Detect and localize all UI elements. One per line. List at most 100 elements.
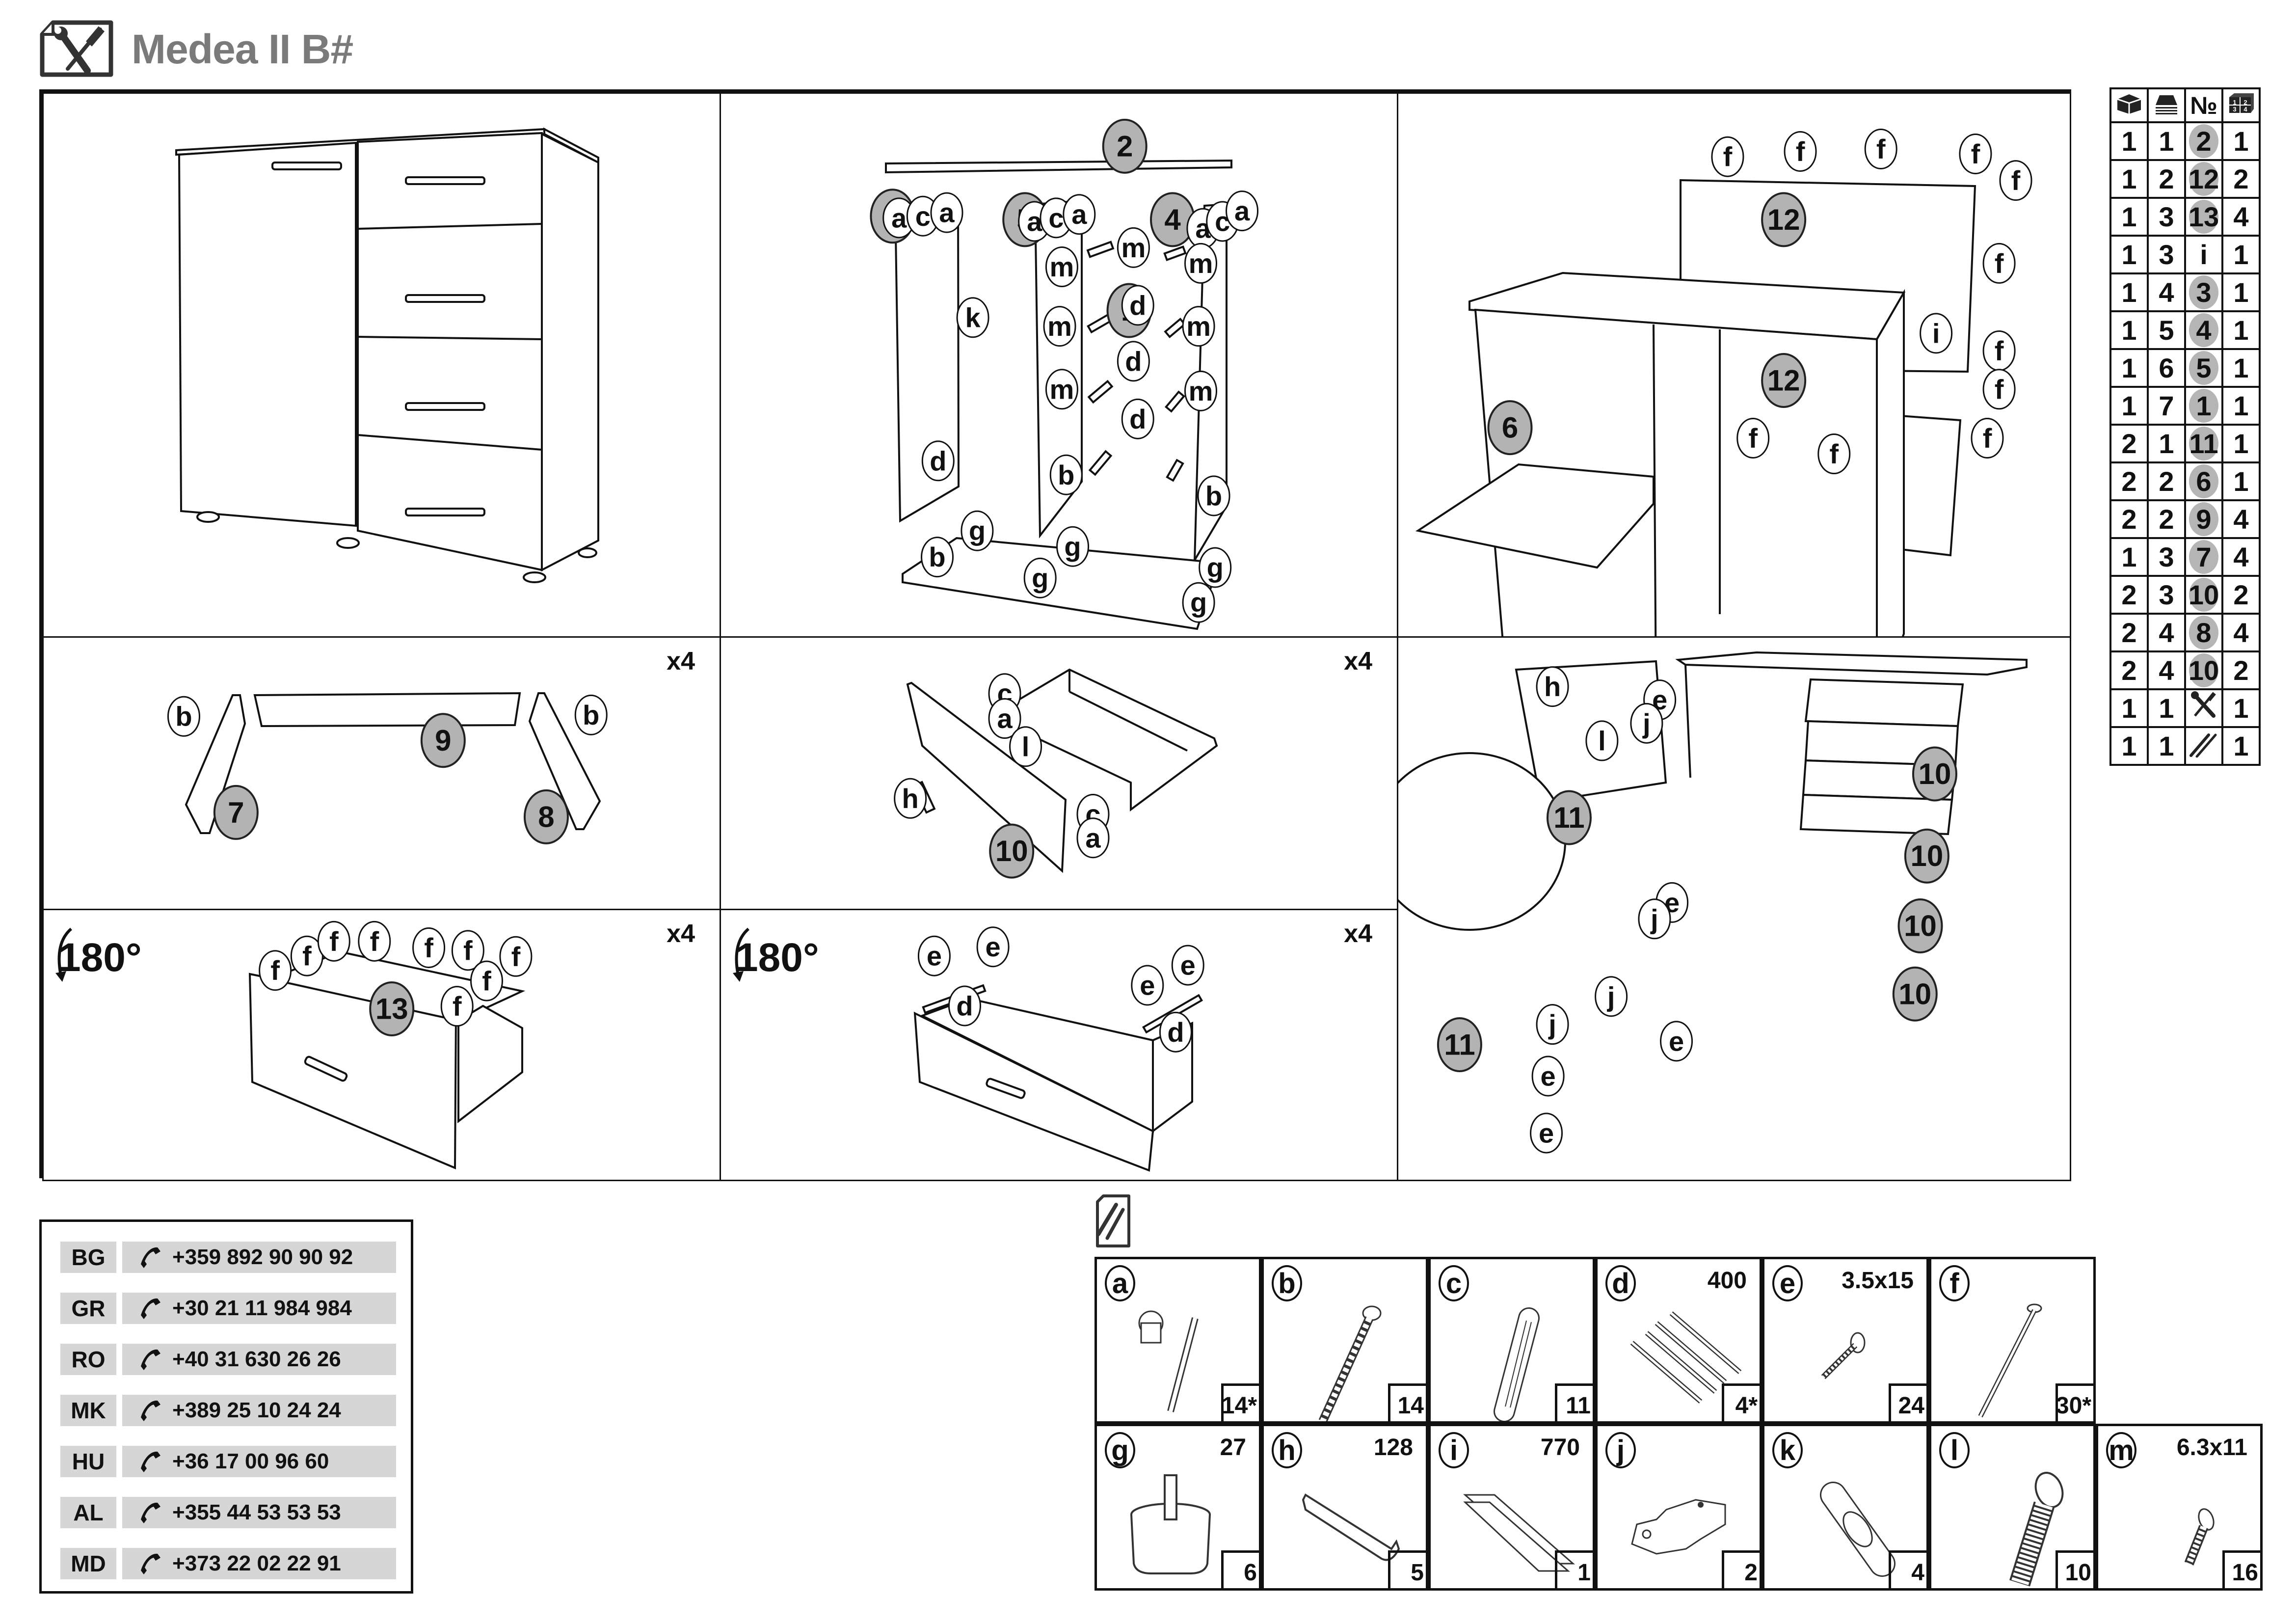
svg-text:d: d [1129,404,1146,434]
hardware-letter: i [1439,1432,1469,1468]
phone-number[interactable]: +30 21 11 984 984 [122,1293,396,1324]
hardware-callout: e [1660,1021,1693,1062]
hardware-size: 6.3x11 [2176,1435,2247,1461]
hardware-letter: e [1772,1265,1803,1301]
phone-number[interactable]: +359 892 90 90 92 [122,1242,396,1273]
part-number-label: 9 [420,713,466,768]
hardware-letter: f [1939,1265,1970,1301]
part-number-label: 10 [989,823,1035,879]
furniture-foot-icon [1130,1474,1211,1574]
wood-screw-icon [1821,1332,1866,1380]
hardware-quantity: 14 [1388,1383,1428,1424]
hardware-quantity: 30* [2056,1383,2096,1424]
svg-text:k: k [965,302,981,333]
phone-row: MK+389 25 10 24 24 [60,1395,396,1426]
box-number-cell: 2 [2109,650,2149,690]
layer-number-cell: 1 [2147,726,2186,766]
svg-text:f: f [302,941,312,972]
drawer-runner-icon [1630,1311,1742,1404]
svg-text:e: e [1140,970,1155,1001]
svg-text:2: 2 [2243,99,2247,106]
phone-icon [141,1349,160,1370]
svg-text:d: d [1125,346,1142,377]
layer-number-cell: 4 [2147,650,2186,690]
phone-number[interactable]: +36 17 00 96 60 [122,1446,396,1477]
part-number-cell: 4 [2184,310,2223,350]
hardware-callout: m [1182,306,1215,347]
hardware-callout: e [917,935,951,976]
part-number-label: 2 [1102,118,1148,174]
phone-number[interactable]: +355 44 53 53 53 [122,1497,396,1528]
phone-icon [141,1247,160,1268]
layer-number-cell: 2 [2147,461,2186,501]
hardware-size: 128 [1373,1435,1413,1461]
svg-text:4: 4 [1164,203,1181,236]
hardware-callout: i [1920,313,1953,354]
svg-text:l: l [1022,731,1030,762]
hardware-callout: g [1199,547,1232,588]
part-number-cell: 7 [2184,537,2223,577]
phone-number[interactable]: +40 31 630 26 26 [122,1344,396,1375]
hardware-callout: f [1982,369,2016,410]
phone-icon [141,1298,160,1319]
phone-number[interactable]: +373 22 02 22 91 [122,1548,396,1579]
box-number-cell: 1 [2109,310,2149,350]
svg-text:f: f [1995,248,2004,279]
hardware-callout: a [1076,817,1110,859]
svg-text:b: b [929,541,945,572]
hardware-callout: g [961,510,994,551]
hardware-callout: j [1630,703,1663,744]
hardware-quantity: 6 [1221,1550,1261,1591]
hardware-callout: a [930,192,963,233]
svg-text:10: 10 [1919,758,1951,790]
svg-text:f: f [463,935,473,966]
hardware-letter: g [1105,1432,1135,1468]
svg-text:a: a [997,703,1013,734]
quantity-cell: 4 [2221,613,2261,652]
svg-text:g: g [969,515,986,546]
part-number-label: 13 [369,981,415,1037]
svg-text:2: 2 [1117,130,1133,162]
svg-text:f: f [453,991,462,1022]
phone-icon [141,1451,160,1472]
svg-text:e: e [927,941,942,972]
phone-icon [141,1502,160,1523]
svg-text:m: m [1050,251,1074,282]
hardware-quantity: 16 [2222,1550,2263,1591]
hardware-callout: f [1784,131,1817,172]
nail-icon [1978,1303,2042,1418]
hardware-callout: e [1530,1112,1563,1154]
wooden-dowel-icon [1494,1307,1540,1421]
hardware-callout: j [1536,1004,1569,1045]
phone-row: BG+359 892 90 90 92 [60,1242,396,1273]
rotate-arrow-icon [733,927,750,982]
svg-text:m: m [1050,374,1074,405]
svg-text:c: c [1048,202,1064,233]
svg-text:m: m [1121,232,1146,263]
svg-text:10: 10 [1904,910,1937,943]
box-icon [2109,87,2149,123]
svg-text:e: e [986,931,1001,962]
quantity-cell: 2 [2221,159,2261,199]
phone-number[interactable]: +389 25 10 24 24 [122,1395,396,1426]
hardware-callout: a [1063,194,1096,235]
quantity-cell: 4 [2221,537,2261,577]
hardware-size: 770 [1540,1435,1580,1461]
svg-text:m: m [1186,311,1211,342]
hardware-quantity: 2 [1722,1550,1762,1591]
svg-text:g: g [1207,552,1224,583]
